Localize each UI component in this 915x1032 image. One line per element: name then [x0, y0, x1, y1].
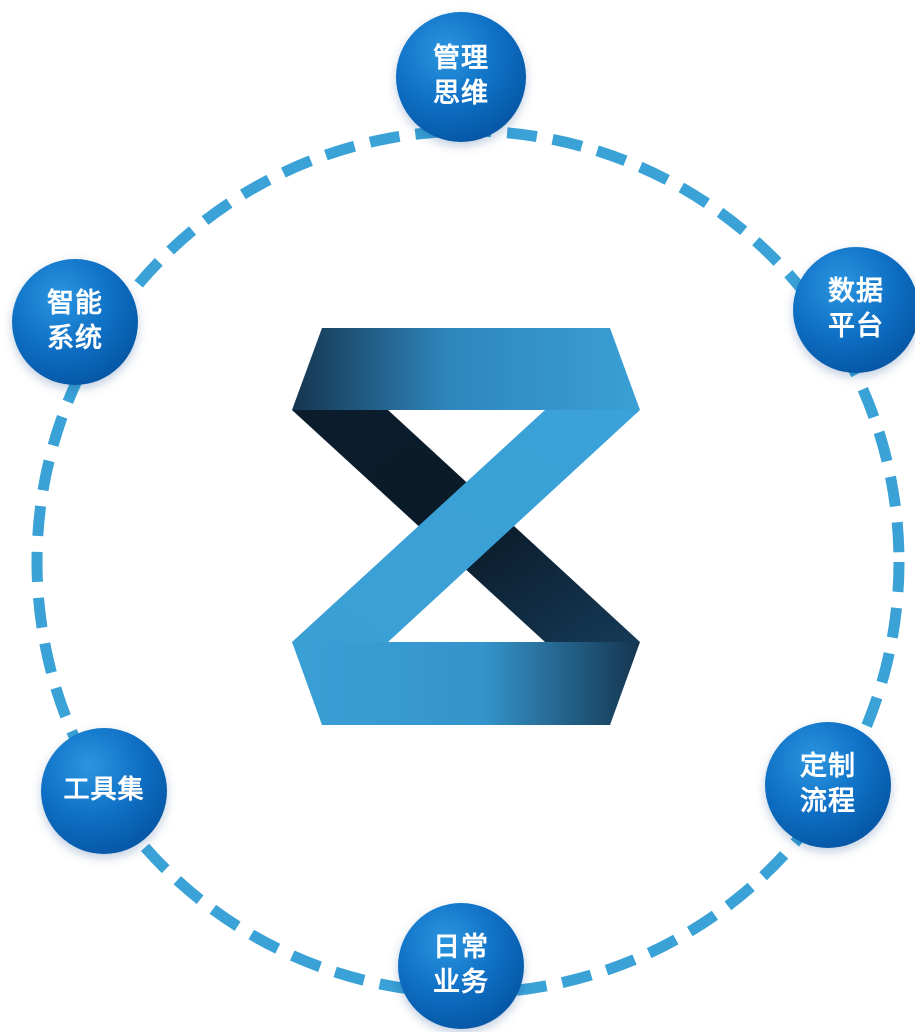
logo-top-band [292, 328, 640, 410]
node-management-thinking[interactable]: 管理 思维 [396, 12, 526, 142]
node-toolset[interactable]: 工具集 [41, 728, 167, 854]
node-data-platform-label: 数据 平台 [828, 276, 884, 342]
node-data-platform[interactable]: 数据 平台 [793, 247, 915, 373]
node-custom-process[interactable]: 定制 流程 [765, 722, 891, 848]
node-intelligent-system-label: 智能 系统 [47, 288, 103, 354]
node-daily-business-label: 日常 业务 [433, 932, 489, 998]
node-intelligent-system[interactable]: 智能 系统 [12, 259, 138, 385]
node-management-thinking-label: 管理 思维 [433, 43, 489, 109]
node-daily-business[interactable]: 日常 业务 [398, 903, 524, 1029]
logo-bottom-band [292, 642, 640, 725]
logo-front-diagonal [292, 410, 640, 642]
node-toolset-label: 工具集 [63, 775, 145, 806]
node-custom-process-label: 定制 流程 [800, 751, 856, 817]
z-ribbon-logo [292, 328, 640, 725]
